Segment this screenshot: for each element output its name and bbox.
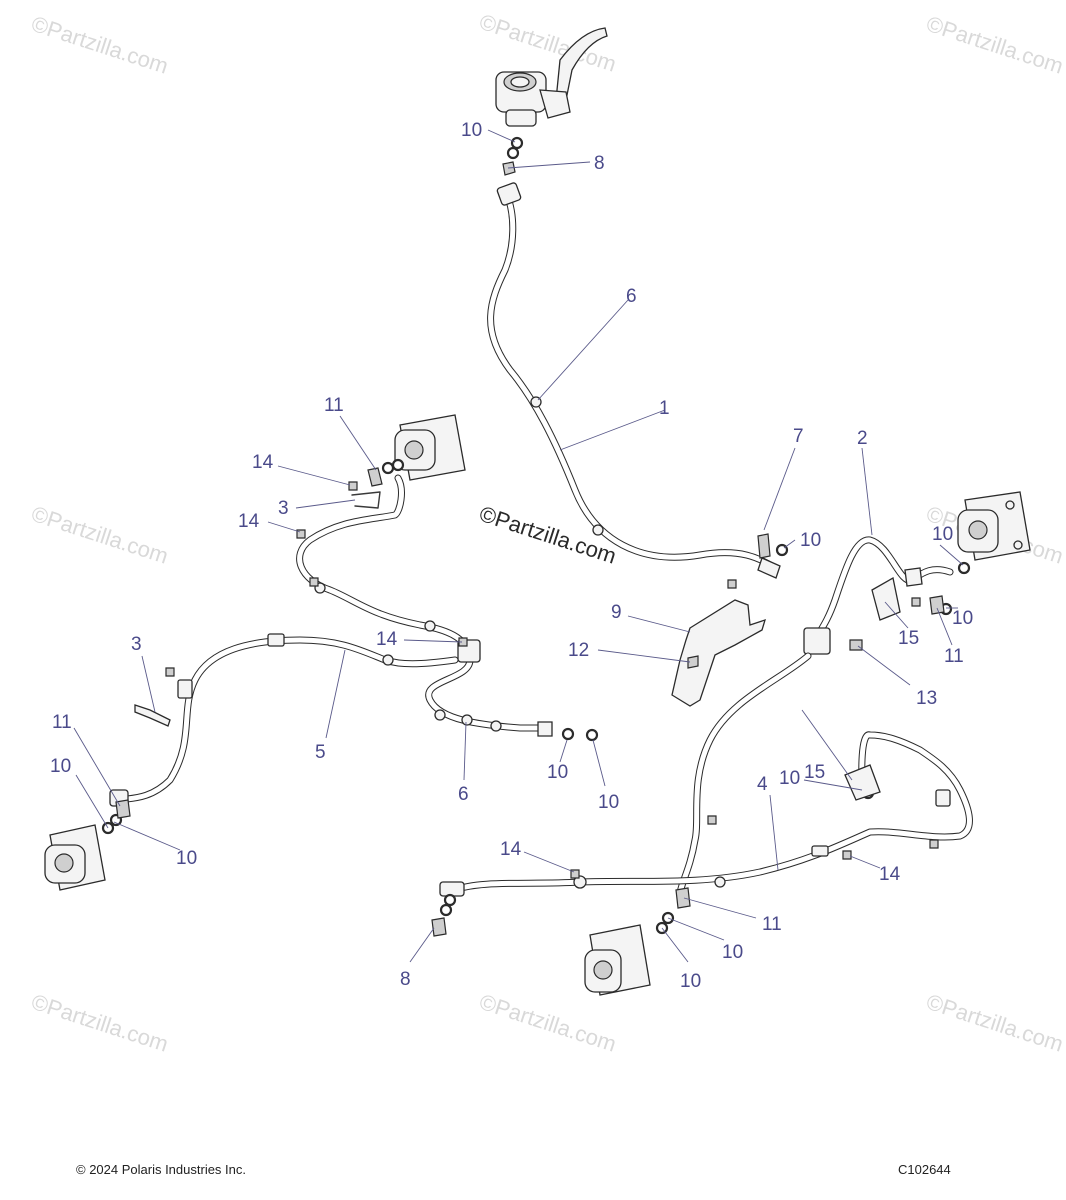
watermark-top-right: ©Partzilla.com — [923, 11, 1066, 79]
caliper-rear-right — [584, 924, 651, 996]
hose-1 — [487, 182, 781, 579]
callout-10-fr-top: 10 — [932, 524, 953, 545]
washer-top-2 — [506, 146, 520, 160]
copyright-text: © 2024 Polaris Industries Inc. — [76, 1162, 246, 1177]
washer-top-1 — [510, 136, 524, 150]
screw-14-h — [727, 579, 737, 589]
banjo-bolt-top — [502, 161, 516, 176]
callout-3-fl: 3 — [278, 498, 289, 519]
callout-8-bottom: 8 — [400, 969, 411, 990]
screw-14-f — [309, 577, 319, 587]
callout-10-rr-b: 10 — [680, 971, 701, 992]
callout-8-top: 8 — [594, 153, 605, 174]
guard-15-upper — [871, 576, 901, 621]
master-cylinder — [495, 27, 608, 127]
callout-15-upper: 15 — [898, 628, 919, 649]
leader-lines — [73, 129, 964, 963]
screw-14-a — [348, 481, 358, 491]
caliper-front-right — [957, 491, 1031, 561]
banjo-bolt-rr — [675, 887, 691, 909]
hose-left-routing — [109, 474, 553, 807]
callout-10-rr-hose: 10 — [779, 768, 800, 789]
callout-10-rr-a: 10 — [722, 942, 743, 963]
callout-6-top: 6 — [626, 286, 637, 307]
screw-14-i — [911, 597, 921, 607]
callout-1: 1 — [659, 398, 670, 419]
callout-11-rl: 11 — [52, 712, 72, 733]
callout-14-fl-a: 14 — [252, 452, 274, 473]
callout-10-fr-side: 10 — [952, 608, 973, 629]
washer-fl-1 — [381, 461, 395, 475]
caliper-front-left — [394, 414, 466, 481]
watermark-bottom-left: ©Partzilla.com — [28, 989, 171, 1057]
bolt-7 — [757, 533, 771, 559]
clip-3-left — [134, 704, 171, 727]
screw-14-k — [929, 839, 939, 849]
watermark-bottom-right: ©Partzilla.com — [923, 989, 1066, 1057]
banjo-bolt-fl — [367, 467, 383, 487]
callout-11-rr: 11 — [762, 914, 782, 935]
callouts: 10 8 6 1 7 10 2 10 10 11 15 13 9 12 10 1… — [50, 120, 973, 992]
screw-14-g — [165, 667, 175, 677]
callout-10-rl-a: 10 — [50, 756, 71, 777]
screw-14-j — [707, 815, 717, 825]
screw-13 — [849, 639, 863, 651]
caliper-rear-left — [44, 824, 106, 891]
banjo-bolt-bottom — [431, 917, 447, 937]
callout-11-fr: 11 — [944, 646, 964, 667]
washer-6-1 — [561, 727, 575, 741]
washer-fl-2 — [391, 458, 405, 472]
callout-14-right: 14 — [879, 864, 901, 885]
callout-9: 9 — [611, 602, 622, 623]
screw-14-e — [842, 850, 852, 860]
callout-10-hose1: 10 — [800, 530, 821, 551]
washer-left-rear-1 — [443, 893, 457, 907]
callout-4: 4 — [757, 774, 768, 795]
callout-10-mid-a: 10 — [547, 762, 568, 783]
callout-3-left: 3 — [131, 634, 142, 655]
callout-13: 13 — [916, 688, 937, 709]
callout-11-fl: 11 — [324, 395, 344, 416]
watermark-top-left: ©Partzilla.com — [28, 11, 171, 79]
callout-12: 12 — [568, 640, 589, 661]
callout-5: 5 — [315, 742, 326, 763]
callout-14-bottom: 14 — [500, 839, 522, 860]
screw-12 — [687, 655, 699, 669]
hose-4 — [439, 652, 973, 899]
callout-10-mid-b: 10 — [598, 792, 619, 813]
callout-2: 2 — [857, 428, 868, 449]
callout-7: 7 — [793, 426, 804, 447]
washer-6-2 — [585, 728, 599, 742]
hose-2 — [803, 536, 954, 655]
callout-14-mid: 14 — [376, 629, 398, 650]
watermark-bottom-center: ©Partzilla.com — [476, 989, 619, 1057]
guard-15-lower — [844, 764, 881, 801]
screw-14-c — [458, 637, 468, 647]
diagram-code: C102644 — [898, 1162, 951, 1177]
callout-10-rl-b: 10 — [176, 848, 197, 869]
callout-6-bottom: 6 — [458, 784, 469, 805]
callout-14-fl-b: 14 — [238, 511, 260, 532]
watermark-top-center: ©Partzilla.com — [476, 9, 619, 77]
callout-10-top: 10 — [461, 120, 482, 141]
bracket-9 — [671, 599, 766, 707]
washer-left-rear-2 — [439, 903, 453, 917]
washer-fr-1 — [957, 561, 971, 575]
watermark-mid-left: ©Partzilla.com — [28, 501, 171, 569]
callout-15-lower: 15 — [804, 762, 825, 783]
banjo-bolt-fr — [929, 595, 945, 615]
